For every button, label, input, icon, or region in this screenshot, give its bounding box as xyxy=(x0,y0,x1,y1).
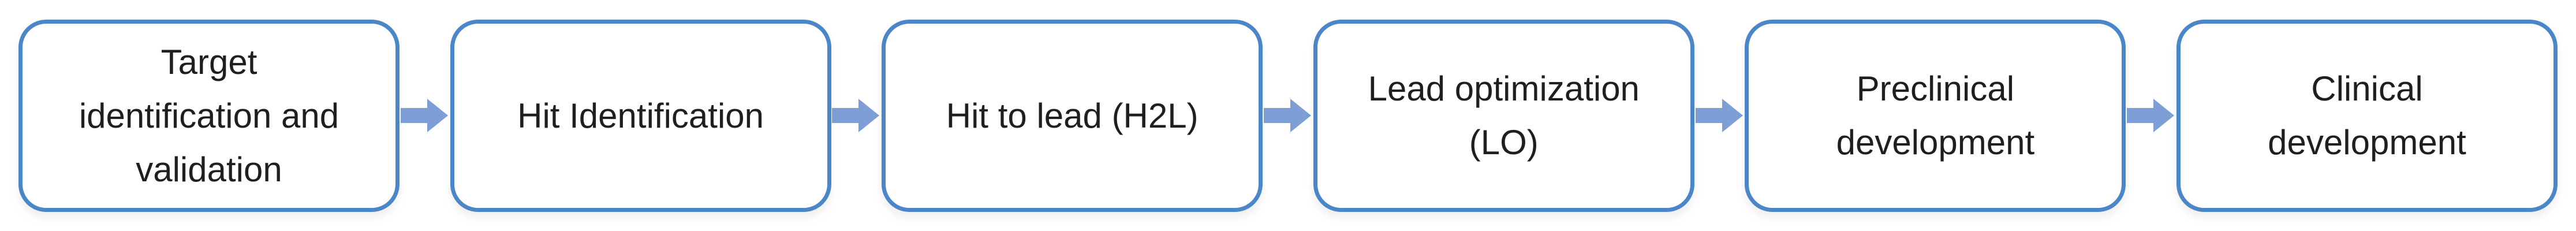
stage-box-hit-to-lead: Hit to lead (H2L) xyxy=(882,19,1263,212)
stage-box-target-identification: Target identification and validation xyxy=(18,19,400,212)
right-arrow-icon xyxy=(2127,99,2175,132)
stage-label: Hit Identification xyxy=(517,96,764,135)
stage-label: Preclinical development xyxy=(1836,69,2035,162)
right-arrow-icon xyxy=(400,99,448,132)
stage-box-hit-identification: Hit Identification xyxy=(450,19,831,212)
stage-label: Target identification and validation xyxy=(79,42,339,189)
right-arrow-icon xyxy=(832,99,880,132)
right-arrow-icon xyxy=(1263,99,1311,132)
stage-label: Clinical development xyxy=(2268,69,2466,162)
stage-label: Hit to lead (H2L) xyxy=(946,96,1199,135)
stage-box-clinical-development: Clinical development xyxy=(2176,19,2558,212)
stage-box-lead-optimization: Lead optimization (LO) xyxy=(1313,19,1694,212)
right-arrow-icon xyxy=(1695,99,1743,132)
stage-box-preclinical-development: Preclinical development xyxy=(1745,19,2126,212)
stage-label: Lead optimization (LO) xyxy=(1368,69,1640,162)
